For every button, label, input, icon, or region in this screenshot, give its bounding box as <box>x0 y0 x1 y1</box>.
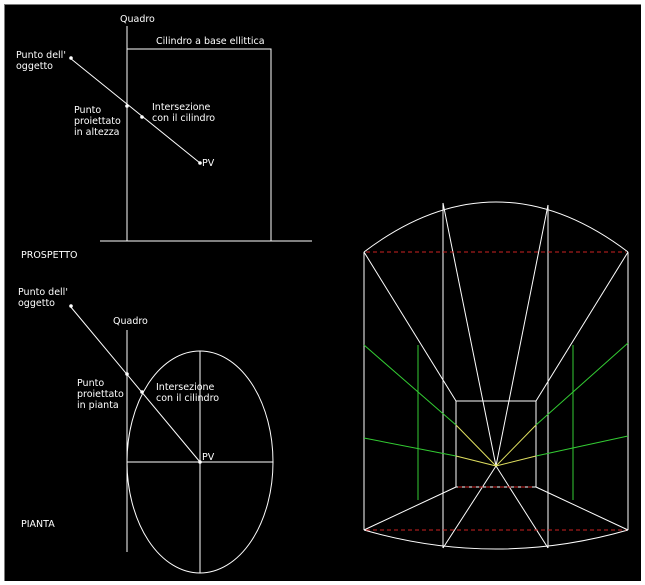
drawing-canvas: Quadro Cilindro a base ellittica Punto d… <box>4 4 641 581</box>
yellow-left-ray <box>455 424 497 467</box>
plan-pv-label: PV <box>202 452 215 463</box>
plan-object-point <box>69 304 73 308</box>
plan-points <box>69 304 202 464</box>
perspective-ray-top-right <box>495 204 549 467</box>
elevation-cylinder-title: Cilindro a base ellittica <box>156 36 265 47</box>
elevation-projected-label-2: proiettato <box>74 116 121 127</box>
elevation-points <box>69 56 202 165</box>
plan-projection-ray <box>69 305 201 463</box>
perspective-edge-tr <box>535 251 629 402</box>
plan-projected-point <box>125 372 129 376</box>
plan-intersection-label-2: con il cilindro <box>156 393 219 404</box>
perspective-bottom-arc <box>363 529 629 550</box>
elevation-projected-point <box>125 104 129 108</box>
yellow-right-ray <box>495 424 537 467</box>
elevation-pv-point <box>198 161 202 165</box>
elevation-view-name: PROSPETTO <box>21 250 78 261</box>
plan-projected-label-3: in pianta <box>77 400 119 411</box>
green-left-lower <box>363 437 457 457</box>
elevation-projected-label-3: in altezza <box>74 127 120 138</box>
plan-view <box>69 305 274 574</box>
plan-intersection-point <box>140 390 144 394</box>
perspective-top-arc <box>363 201 629 253</box>
perspective-edge-tl <box>363 251 457 402</box>
elevation-projected-label-1: Punto <box>74 105 101 116</box>
plan-projected-label-2: proiettato <box>77 389 124 400</box>
perspective-edge-br <box>535 486 629 531</box>
green-right-lower <box>535 435 629 457</box>
elevation-intersection-point <box>140 115 144 119</box>
plan-quadro-label: Quadro <box>113 316 148 327</box>
elevation-view <box>69 26 312 242</box>
elevation-pv-label: PV <box>202 158 215 169</box>
green-right-upper <box>535 342 629 426</box>
perspective-yellow-lines <box>455 424 537 467</box>
plan-object-label-1: Punto dell' <box>18 287 68 298</box>
green-left-upper <box>363 344 457 426</box>
elevation-object-point <box>69 56 73 60</box>
perspective-ray-top-left <box>442 202 497 467</box>
perspective-edge-bl <box>363 486 457 531</box>
drawing-svg: Quadro Cilindro a base ellittica Punto d… <box>16 14 629 574</box>
yellow-left-lower-ray <box>455 455 497 467</box>
perspective-green-lines <box>363 342 629 500</box>
yellow-right-lower-ray <box>495 455 537 467</box>
perspective-dashed-lines <box>366 251 626 531</box>
plan-object-label-2: oggetto <box>18 298 55 309</box>
perspective-view <box>363 201 629 550</box>
elevation-object-label-2: oggetto <box>16 61 53 72</box>
perspective-back-rect <box>455 400 537 488</box>
elevation-intersection-label-1: Intersezione <box>152 102 211 113</box>
perspective-ray-bottom-left <box>442 465 497 549</box>
perspective-ray-bottom-right <box>495 465 549 549</box>
plan-pv-point <box>198 460 202 464</box>
elevation-intersection-label-2: con il cilindro <box>152 113 215 124</box>
elevation-projection-ray <box>69 57 201 164</box>
elevation-quadro-label: Quadro <box>120 14 155 25</box>
elevation-object-label-1: Punto dell' <box>16 50 66 61</box>
elevation-cylinder-outline <box>127 48 272 241</box>
perspective-white-lines <box>363 201 629 550</box>
plan-view-name: PIANTA <box>21 519 55 530</box>
plan-intersection-label-1: Intersezione <box>156 382 215 393</box>
plan-projected-label-1: Punto <box>77 378 104 389</box>
